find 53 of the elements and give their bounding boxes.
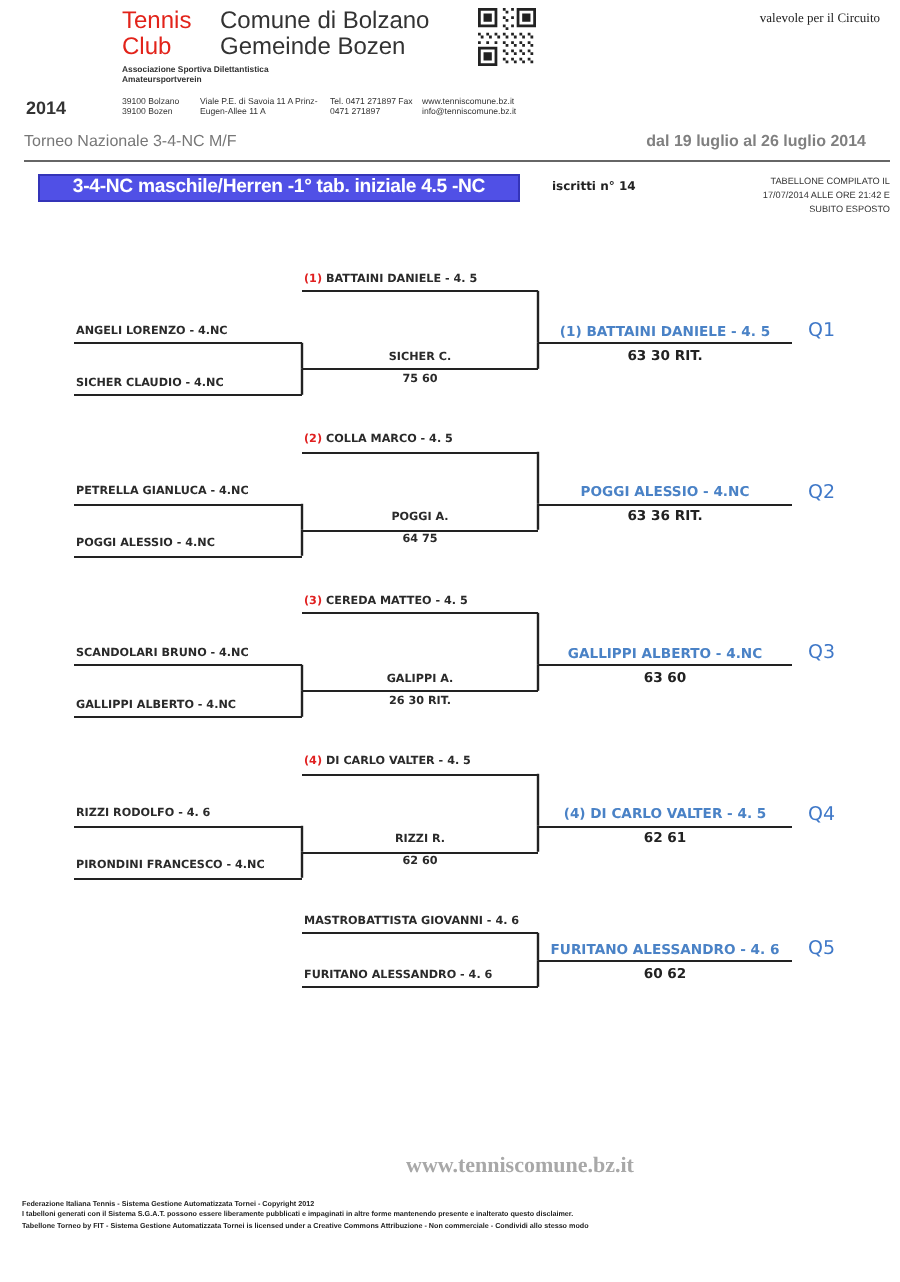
year-text: 2014 bbox=[26, 98, 67, 118]
qualifier-label: Q4 bbox=[808, 805, 836, 824]
bracket-slot bbox=[302, 431, 538, 453]
bracket-slot bbox=[538, 940, 792, 962]
bracket-slot bbox=[302, 348, 538, 370]
club-name: Tennis Club bbox=[122, 8, 194, 58]
qualifier-label: Q1 bbox=[808, 322, 836, 341]
website-url: www.tenniscomune.bz.it bbox=[404, 1154, 636, 1178]
bracket-slot bbox=[302, 912, 538, 934]
tournament-name: Torneo Nazionale 3-4-NC M/F bbox=[24, 132, 237, 150]
bracket-slot bbox=[302, 592, 538, 614]
date-range: dal 19 luglio al 26 luglio 2014 bbox=[644, 132, 866, 150]
bracket-slot bbox=[538, 322, 792, 344]
bracket-slot bbox=[74, 805, 302, 827]
bracket-connector bbox=[300, 342, 304, 370]
bracket-connector bbox=[300, 503, 304, 531]
qualifier-label: Q3 bbox=[808, 644, 836, 663]
bracket-slot bbox=[74, 696, 302, 718]
bracket-connector bbox=[536, 824, 540, 852]
bracket-connector bbox=[536, 663, 540, 691]
bracket-slot bbox=[302, 509, 538, 531]
bracket-connector bbox=[300, 528, 304, 556]
bracket-slot bbox=[538, 805, 792, 827]
bracket-slot bbox=[538, 483, 792, 505]
bracket-connector bbox=[300, 825, 304, 853]
bracket-connector bbox=[300, 367, 304, 395]
bracket-slot bbox=[74, 483, 302, 505]
bracket-connector bbox=[536, 959, 540, 987]
bracket-slot bbox=[302, 670, 538, 692]
bracket-slot bbox=[538, 644, 792, 666]
bracket-connector bbox=[300, 664, 304, 692]
bracket-connector bbox=[536, 612, 540, 666]
municipality-name: Comune di Bolzano Gemeinde Bozen bbox=[220, 8, 432, 58]
bracket-slot bbox=[74, 322, 302, 344]
bracket-slot bbox=[74, 857, 302, 879]
bracket-slot bbox=[74, 644, 302, 666]
bracket-slot bbox=[74, 374, 302, 396]
bracket-slot bbox=[302, 966, 538, 988]
bracket-connector bbox=[536, 502, 540, 530]
bracket-connector bbox=[300, 689, 304, 717]
bracket-connector bbox=[300, 850, 304, 878]
qualifier-label: Q2 bbox=[808, 483, 836, 502]
bracket-slot bbox=[302, 831, 538, 853]
bracket-slot bbox=[302, 270, 538, 292]
qualifier-label: Q5 bbox=[808, 940, 836, 959]
bracket-slot bbox=[74, 535, 302, 557]
title-banner: 3-4-NC maschile/Herren -1° tab. iniziale 4.5 -NC bbox=[38, 174, 520, 202]
bracket-connector bbox=[536, 932, 540, 962]
bracket-connector bbox=[536, 341, 540, 369]
bracket-connector bbox=[536, 773, 540, 827]
bracket-connector bbox=[536, 290, 540, 344]
bracket-connector bbox=[536, 451, 540, 505]
bracket-slot bbox=[302, 753, 538, 775]
